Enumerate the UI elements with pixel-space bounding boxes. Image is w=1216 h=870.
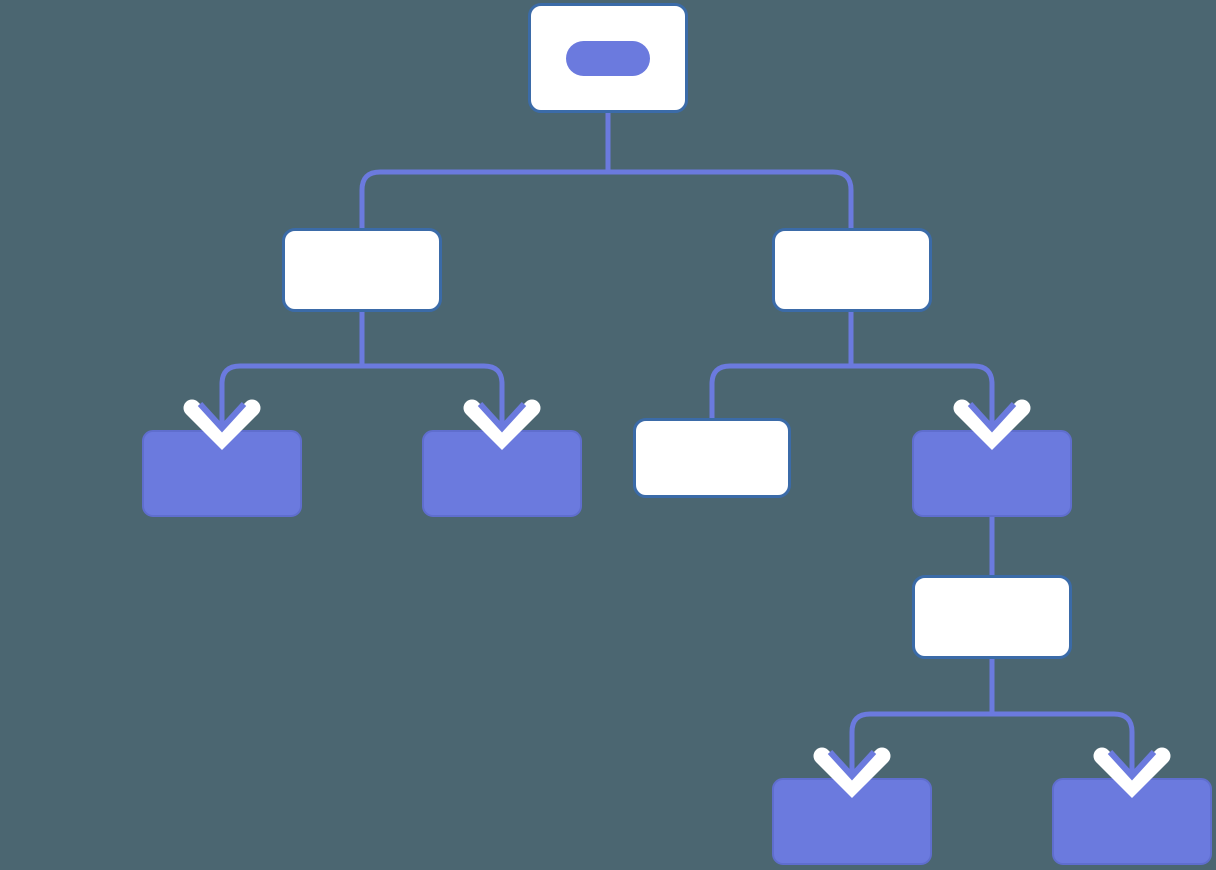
node-l4[interactable]: [912, 575, 1072, 659]
node-l3-a[interactable]: [142, 430, 302, 517]
node-l2-right[interactable]: [772, 228, 932, 312]
node-root-pill-badge: [566, 41, 650, 76]
connector-e-bus-3b: [851, 363, 995, 430]
connector-e-bus-2b: [362, 363, 505, 430]
connector-e-bus-3a: [709, 363, 851, 418]
connector-e-bus-2a: [219, 363, 362, 430]
node-l3-c[interactable]: [633, 418, 791, 498]
node-l3-d[interactable]: [912, 430, 1072, 517]
node-l2-left[interactable]: [282, 228, 442, 312]
node-l5-left[interactable]: [772, 778, 932, 865]
connector-e-bus-4b: [992, 711, 1135, 778]
node-l5-right[interactable]: [1052, 778, 1212, 865]
connector-e-bus-4a: [849, 711, 992, 778]
node-l3-b[interactable]: [422, 430, 582, 517]
